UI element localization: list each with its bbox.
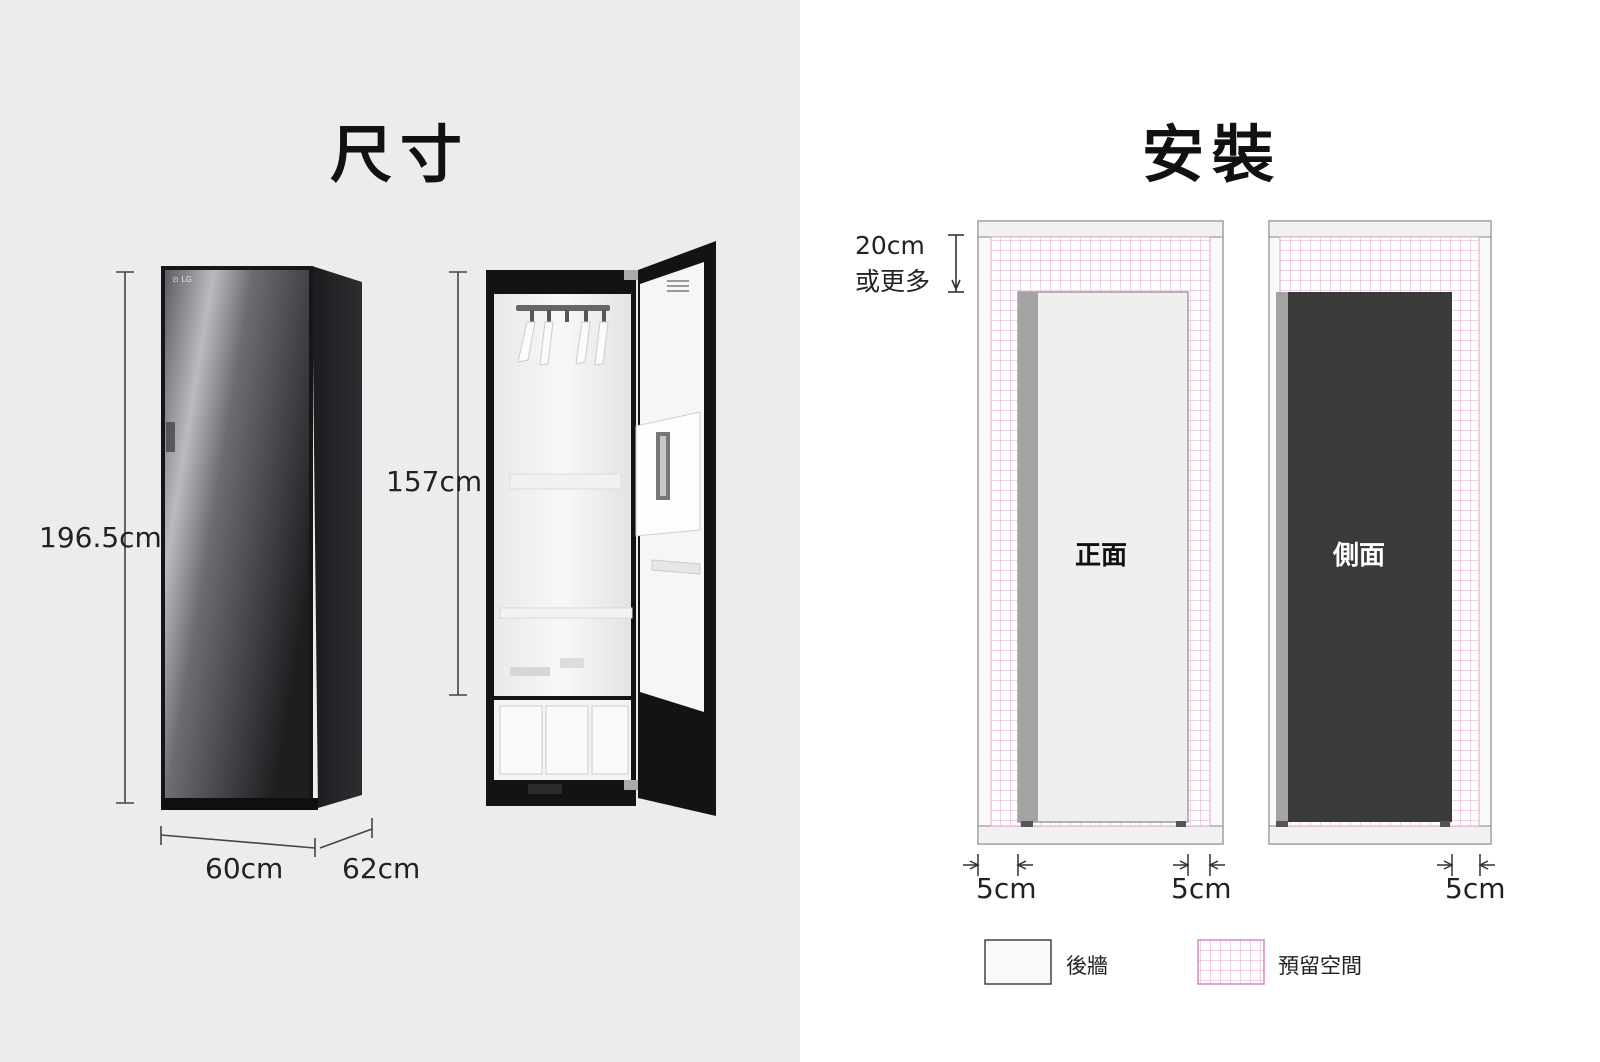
dimensions-title: 尺寸 [330, 118, 471, 191]
top-clearance-marker [948, 234, 964, 293]
side-gap-marker [1437, 854, 1495, 876]
installation-panel: 安裝 20cm 或更多 正面 側面 5cm 5cm 5cm 後牆 預留空間 [800, 0, 1600, 1062]
total-height-label: 196.5cm [39, 521, 162, 554]
front-left-gap-label: 5cm [976, 872, 1037, 905]
svg-text:⊙ LG: ⊙ LG [172, 275, 192, 284]
depth-dimension-line [319, 818, 373, 849]
front-right-gap-marker [1173, 854, 1225, 876]
height-dimension-line [116, 271, 134, 804]
reserved-legend-label: 預留空間 [1278, 954, 1362, 978]
dimensions-panel: ⊙ LG [0, 0, 800, 1062]
reserved-legend-swatch [1197, 939, 1265, 985]
installation-title: 安裝 [1142, 118, 1283, 191]
installation-illustration [948, 220, 1495, 985]
side-gap-label: 5cm [1445, 872, 1506, 905]
front-label: 正面 [1075, 541, 1128, 571]
top-clearance-label: 20cm 或更多 [855, 228, 930, 301]
interior-height-dimension-line [449, 271, 467, 696]
depth-label: 62cm [342, 852, 421, 885]
front-view-diagram [977, 220, 1224, 845]
closed-cabinet: ⊙ LG [161, 266, 362, 810]
top-clearance-note: 或更多 [855, 267, 931, 297]
top-clearance-value: 20cm [855, 231, 925, 260]
front-left-gap-marker [963, 854, 1033, 876]
side-label: 側面 [1333, 541, 1386, 571]
front-right-gap-label: 5cm [1171, 872, 1232, 905]
width-label: 60cm [205, 852, 284, 885]
side-view-diagram [1268, 220, 1492, 845]
width-dimension-line [160, 826, 316, 857]
wall-legend-swatch [984, 939, 1052, 985]
dimensions-illustration: ⊙ LG [116, 241, 716, 857]
wall-legend-label: 後牆 [1066, 954, 1108, 978]
open-cabinet [486, 270, 638, 806]
open-door [635, 241, 716, 816]
interior-height-label: 157cm [386, 465, 483, 498]
